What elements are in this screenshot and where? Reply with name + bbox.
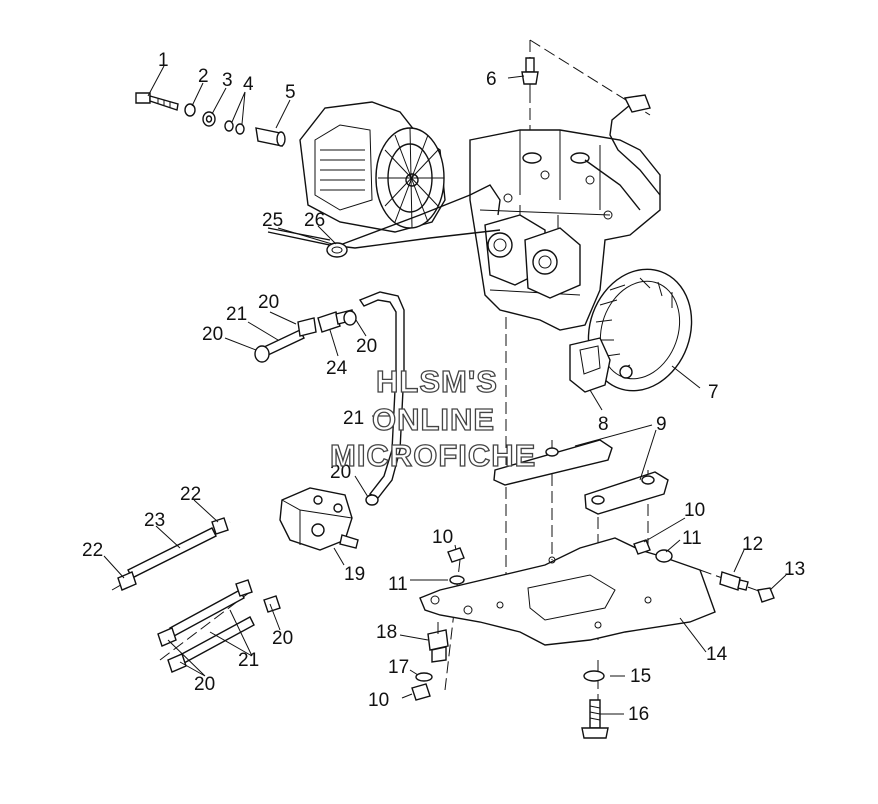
callout-2: 2 <box>198 66 209 87</box>
callout-20-lower-left: 20 <box>194 674 215 695</box>
callout-16: 16 <box>628 704 649 725</box>
callout-22-top: 22 <box>180 484 201 505</box>
upper-fuel-lines <box>254 291 405 506</box>
callout-20-left: 20 <box>202 324 223 345</box>
watermark-line-1: HLSM'S <box>376 364 498 399</box>
callout-22-left: 22 <box>82 540 103 561</box>
primary-clutch <box>299 101 446 233</box>
callout-21-middle: 21 <box>343 408 364 429</box>
callout-11-left: 11 <box>388 574 408 595</box>
engine-plate <box>419 537 716 646</box>
callout-15: 15 <box>630 666 651 687</box>
callout-18: 18 <box>376 622 397 643</box>
callout-21-lower: 21 <box>238 650 259 671</box>
callout-23: 23 <box>144 510 165 531</box>
callout-4: 4 <box>243 74 254 95</box>
hardware <box>411 539 775 739</box>
clutch-bolt-hardware <box>135 92 286 147</box>
callout-25: 25 <box>262 210 283 231</box>
callout-20-right: 20 <box>356 336 377 357</box>
lower-fuel-lines <box>117 517 281 673</box>
callout-19: 19 <box>344 564 365 585</box>
callout-20-pump: 20 <box>330 462 351 483</box>
callout-17: 17 <box>388 657 409 678</box>
watermark: HLSM'S ONLINE MICROFICHE <box>329 363 536 473</box>
callout-6: 6 <box>486 69 497 90</box>
callout-3: 3 <box>222 70 233 91</box>
callout-11-right: 11 <box>682 528 702 549</box>
callout-8: 8 <box>598 414 609 435</box>
spark-plug <box>521 57 661 211</box>
callout-10-bottom: 10 <box>368 690 389 711</box>
fuel-pump <box>279 487 359 551</box>
callout-21-upper: 21 <box>226 304 247 325</box>
callout-10-right: 10 <box>684 500 705 521</box>
callout-26: 26 <box>304 210 325 231</box>
callout-24: 24 <box>326 358 348 379</box>
recoil-starter <box>569 268 693 393</box>
callout-10-left: 10 <box>432 527 453 548</box>
callout-5: 5 <box>285 82 296 103</box>
throttle-cables <box>267 184 501 258</box>
mount-plates <box>493 439 669 515</box>
watermark-line-3: MICROFICHE <box>330 438 536 473</box>
callout-14: 14 <box>706 644 728 665</box>
callout-labels: 1 2 3 4 5 6 7 8 9 10 10 10 11 11 12 13 1… <box>82 50 805 725</box>
watermark-line-2: ONLINE <box>372 402 495 437</box>
callout-9: 9 <box>656 414 667 435</box>
callout-13: 13 <box>784 559 805 580</box>
callout-20-lower-right: 20 <box>272 628 293 649</box>
callout-20-fuel-upper: 20 <box>258 292 279 313</box>
callout-1: 1 <box>158 50 169 71</box>
callout-7: 7 <box>708 382 719 403</box>
leader-lines <box>103 65 787 715</box>
callout-12: 12 <box>742 534 763 555</box>
